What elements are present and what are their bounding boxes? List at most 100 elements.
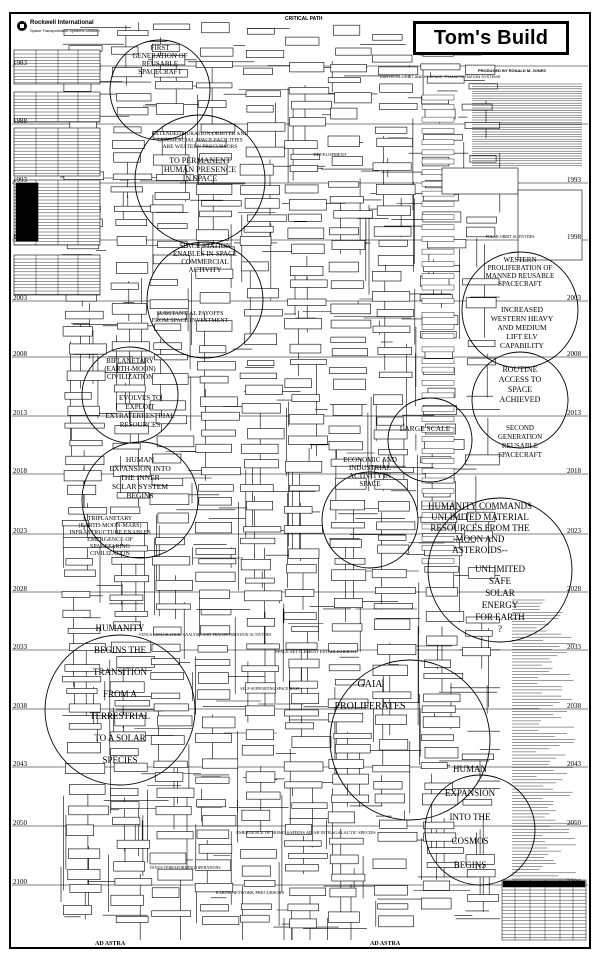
path-node bbox=[461, 103, 493, 111]
node-venus-exploration: VENUS EXPLORATION, ANALYSIS AND TRANSFOR… bbox=[139, 632, 272, 638]
path-node bbox=[110, 748, 139, 756]
path-node bbox=[334, 92, 372, 104]
path-node bbox=[199, 375, 229, 384]
circle-economic-activity bbox=[321, 471, 419, 569]
circle-permanent-presence bbox=[134, 114, 266, 246]
path-node bbox=[376, 184, 416, 195]
path-node bbox=[283, 761, 324, 772]
year-label-right: 2033 bbox=[567, 643, 582, 651]
path-node bbox=[331, 623, 363, 632]
path-node bbox=[113, 152, 141, 163]
path-node bbox=[246, 791, 281, 800]
path-node bbox=[291, 693, 319, 705]
path-node bbox=[61, 591, 91, 598]
path-node bbox=[243, 226, 274, 233]
path-node bbox=[333, 210, 373, 219]
path-node bbox=[114, 384, 146, 393]
path-node bbox=[240, 558, 271, 571]
path-node bbox=[64, 569, 96, 577]
path-node bbox=[239, 236, 272, 246]
path-node bbox=[198, 558, 237, 565]
left-table-lines bbox=[14, 50, 100, 295]
path-node bbox=[156, 831, 194, 840]
path-node bbox=[202, 716, 236, 729]
path-node bbox=[328, 441, 363, 451]
circle-gaia bbox=[329, 659, 491, 821]
path-node bbox=[328, 911, 360, 923]
path-node bbox=[378, 66, 419, 76]
path-node bbox=[195, 521, 232, 534]
path-node bbox=[288, 852, 328, 859]
path-node bbox=[329, 837, 364, 845]
path-node bbox=[114, 205, 153, 212]
path-node bbox=[245, 682, 276, 694]
path-node bbox=[378, 915, 414, 928]
path-node bbox=[199, 210, 232, 218]
path-node bbox=[289, 918, 317, 929]
path-node bbox=[329, 538, 362, 548]
path-node bbox=[245, 729, 274, 740]
build-badge: Tom's Build bbox=[413, 21, 569, 55]
path-node bbox=[197, 361, 236, 371]
path-node bbox=[109, 594, 144, 601]
path-node bbox=[155, 805, 192, 816]
path-node bbox=[377, 644, 417, 656]
path-node bbox=[331, 156, 363, 166]
path-node bbox=[424, 566, 459, 573]
path-node bbox=[198, 843, 233, 854]
path-node bbox=[284, 318, 322, 330]
legend-box bbox=[441, 167, 583, 261]
path-node bbox=[285, 824, 312, 835]
path-node bbox=[372, 270, 402, 282]
path-node bbox=[156, 174, 194, 181]
path-node bbox=[155, 537, 185, 546]
path-node bbox=[289, 61, 325, 73]
path-node bbox=[285, 722, 314, 730]
year-label-left: 2008 bbox=[13, 350, 28, 358]
path-node bbox=[372, 691, 412, 699]
year-label-right: 2008 bbox=[567, 350, 582, 358]
path-node bbox=[426, 76, 465, 84]
path-node bbox=[373, 781, 403, 790]
path-node bbox=[114, 611, 148, 617]
rockwell-logo bbox=[17, 21, 27, 31]
path-node bbox=[196, 689, 231, 700]
path-node bbox=[111, 303, 147, 315]
path-node bbox=[157, 512, 189, 524]
node-earth-network: EARTH NETWORK PRECURSORS bbox=[216, 890, 285, 895]
path-node bbox=[466, 216, 497, 224]
path-node bbox=[284, 378, 312, 388]
path-node bbox=[284, 781, 323, 789]
path-node bbox=[244, 590, 283, 602]
path-node bbox=[378, 449, 408, 456]
path-node bbox=[114, 700, 150, 707]
path-node bbox=[247, 122, 286, 132]
path-node bbox=[426, 861, 459, 868]
path-node bbox=[284, 506, 313, 514]
company-name: Rockwell International bbox=[30, 20, 94, 26]
path-node bbox=[240, 849, 277, 859]
path-node bbox=[153, 703, 189, 712]
path-node bbox=[424, 746, 459, 759]
path-node bbox=[241, 443, 279, 455]
path-node bbox=[201, 411, 240, 421]
path-node bbox=[423, 832, 457, 842]
path-node bbox=[285, 36, 320, 46]
path-node bbox=[200, 396, 238, 407]
theme-large-scale: LARGE SCALE bbox=[400, 424, 451, 433]
path-node bbox=[372, 325, 411, 333]
path-node bbox=[200, 123, 236, 133]
path-node bbox=[372, 162, 412, 171]
path-node bbox=[330, 64, 367, 73]
path-node bbox=[285, 460, 323, 473]
path-node bbox=[333, 378, 366, 390]
path-node bbox=[377, 347, 412, 355]
circle-cosmos bbox=[424, 774, 536, 886]
path-node bbox=[244, 309, 283, 317]
